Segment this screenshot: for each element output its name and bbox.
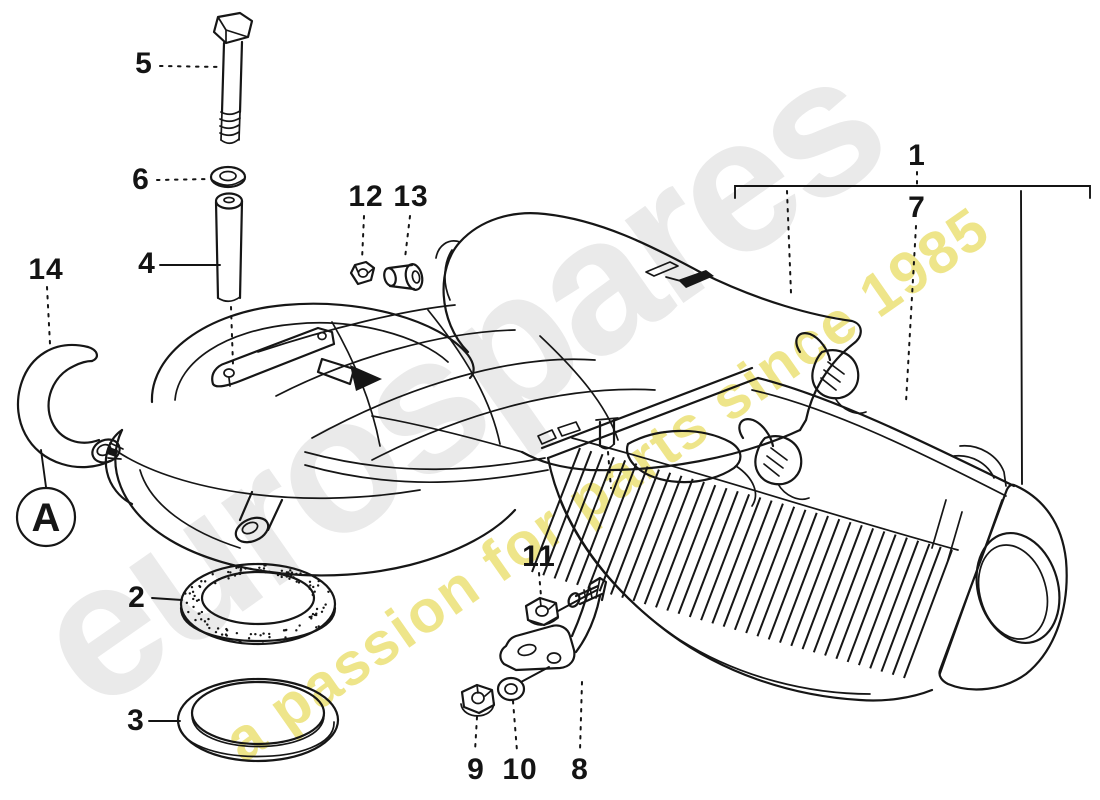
callout-part-7: 7 — [908, 191, 926, 224]
callout-part-13: 13 — [393, 180, 429, 213]
callout-part-12: 12 — [348, 180, 384, 213]
callout-part-3: 3 — [127, 704, 145, 737]
callout-part-2: 2 — [128, 581, 146, 614]
callout-part-4: 4 — [138, 247, 156, 280]
part-3-seal-ring — [176, 677, 340, 763]
callout-part-5: 5 — [135, 47, 153, 80]
detail-marker-letter: A — [32, 496, 61, 540]
callout-part-10: 10 — [502, 753, 538, 786]
gasket-stipple-texture — [184, 564, 330, 644]
part-8-bracket — [499, 576, 608, 672]
filter-pleats — [531, 447, 953, 679]
filter-element-housing — [304, 366, 1068, 702]
callout-part-9: 9 — [467, 753, 485, 786]
part-11-nut — [524, 596, 560, 627]
spring-clip — [795, 332, 867, 415]
detail-marker-a: A — [15, 449, 77, 548]
part-6-washer — [209, 165, 247, 189]
part-2-gasket-ring — [179, 562, 337, 646]
callout-part-1: 1 — [908, 139, 926, 172]
part-12-nut — [349, 260, 376, 286]
callout-part-6: 6 — [132, 163, 150, 196]
air-cleaner-cover — [257, 212, 862, 472]
part-4-stud — [214, 192, 244, 303]
part-10-washer — [496, 676, 526, 702]
leader-lines — [46, 65, 1091, 752]
part-13-sleeve — [383, 263, 424, 291]
callout-part-14: 14 — [28, 253, 64, 286]
callout-part-11: 11 — [522, 540, 556, 573]
callout-part-8: 8 — [571, 753, 589, 786]
group-bracket-line — [734, 185, 1091, 199]
part-9-nut — [460, 683, 496, 717]
air-cleaner-drum — [104, 302, 517, 577]
part-5-bolt — [212, 11, 254, 145]
